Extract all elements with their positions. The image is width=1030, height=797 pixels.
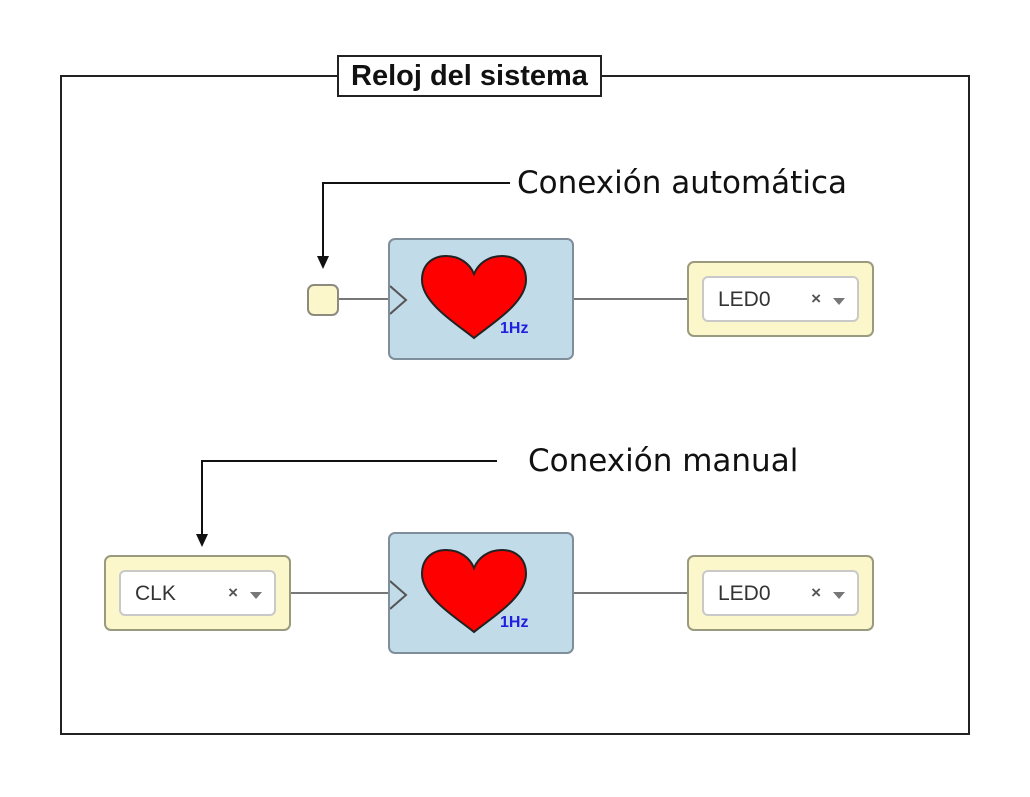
clear-icon[interactable]: × <box>228 583 238 602</box>
heart-icon <box>420 548 528 634</box>
chevron-down-icon[interactable] <box>250 592 262 599</box>
clear-icon[interactable]: × <box>811 289 821 308</box>
clock-block-bottom[interactable]: 1Hz <box>388 532 574 654</box>
callout-manual-arrowhead <box>196 534 208 547</box>
callout-auto-arrowhead <box>317 256 329 269</box>
pin-select-clk[interactable]: CLK × <box>119 570 276 616</box>
input-pin-block-bottom: CLK × <box>104 555 291 631</box>
chevron-down-icon[interactable] <box>833 592 845 599</box>
clock-edge-icon <box>390 580 408 610</box>
frequency-label: 1Hz <box>500 614 529 631</box>
caption-manual: Conexión manual <box>528 443 799 479</box>
caption-auto: Conexión automática <box>517 165 847 201</box>
auto-clock-pin[interactable] <box>307 284 339 316</box>
clock-graphic <box>390 254 528 340</box>
clock-edge-icon <box>390 285 408 315</box>
output-pin-block-top: LED0 × <box>687 261 874 337</box>
heart-icon <box>420 254 528 340</box>
pin-select-value: LED0 <box>718 582 771 605</box>
output-pin-block-bottom: LED0 × <box>687 555 874 631</box>
chevron-down-icon[interactable] <box>833 298 845 305</box>
pin-select-value: LED0 <box>718 288 771 311</box>
clear-icon[interactable]: × <box>811 583 821 602</box>
pin-select-led0-bottom[interactable]: LED0 × <box>702 570 859 616</box>
callout-auto-line <box>322 182 510 258</box>
clock-block-top[interactable]: 1Hz <box>388 238 574 360</box>
callout-manual-line <box>201 460 497 536</box>
pin-select-led0-top[interactable]: LED0 × <box>702 276 859 322</box>
diagram-title: Reloj del sistema <box>337 55 602 97</box>
clock-graphic <box>390 548 528 634</box>
pin-select-value: CLK <box>135 582 176 605</box>
frequency-label: 1Hz <box>500 320 529 337</box>
